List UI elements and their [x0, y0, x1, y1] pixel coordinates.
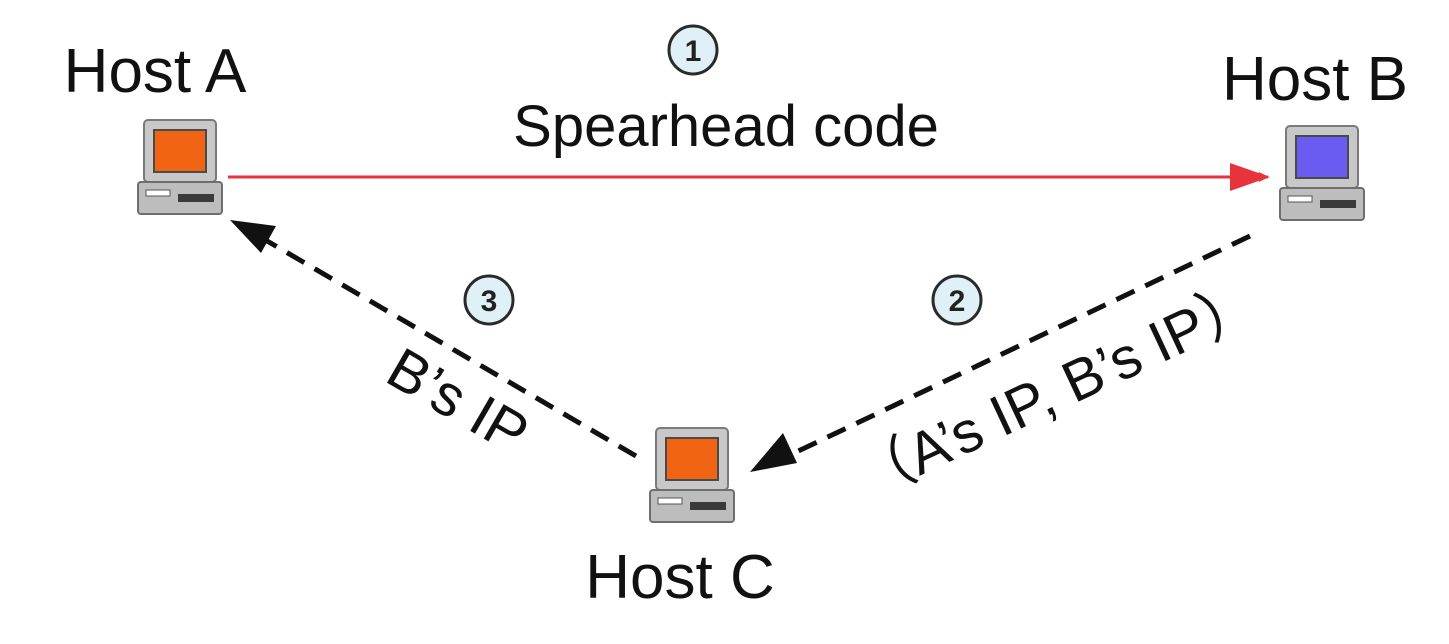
step-1-arrowhead: [1230, 163, 1270, 191]
host-b-label: Host B: [1222, 45, 1408, 114]
step-2-number: 2: [949, 285, 966, 318]
step-3-badge: 3: [463, 274, 515, 326]
step-2-arrow: [788, 233, 1252, 458]
step-2-badge: 2: [931, 274, 983, 326]
step-1-label: Spearhead code: [513, 94, 939, 159]
host-b-computer-icon: [1279, 125, 1365, 221]
step-3-arrowhead: [230, 220, 276, 253]
step-1-badge: 1: [667, 24, 719, 76]
host-a-label: Host A: [64, 37, 247, 106]
step-1-number: 1: [685, 35, 702, 68]
step-3-label: B’s IP: [376, 335, 539, 467]
step-2-arrowhead: [750, 433, 797, 472]
host-c-label: Host C: [585, 543, 774, 612]
step-3-arrow: [260, 235, 638, 459]
host-a-computer-icon: [137, 119, 223, 215]
host-c-computer-icon: [649, 427, 735, 523]
step-3-number: 3: [481, 285, 498, 318]
step-2-label: （A’s IP, B’s IP）: [845, 268, 1269, 512]
